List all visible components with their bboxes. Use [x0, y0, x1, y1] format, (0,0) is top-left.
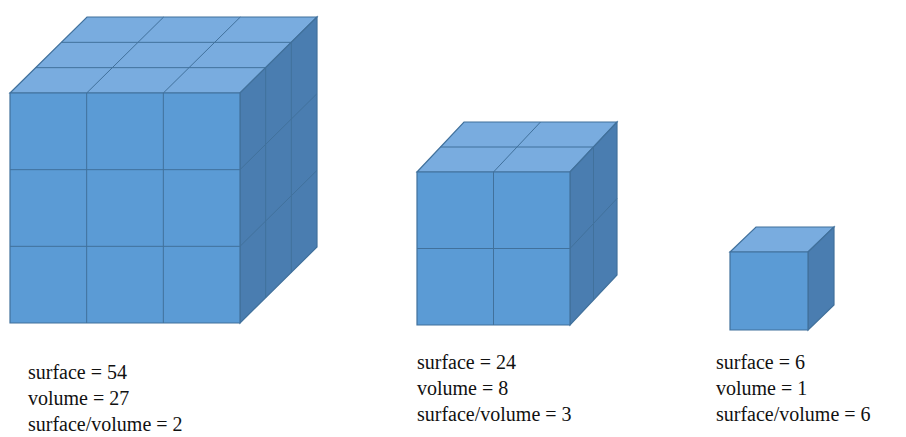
grid-line: [163, 17, 240, 93]
measure-label: volume = 8: [417, 376, 508, 400]
grid-line: [163, 93, 164, 323]
grid-line: [570, 199, 617, 249]
cube-front-face: [10, 93, 240, 323]
grid-line: [417, 248, 570, 249]
cube-side-face: [570, 122, 617, 325]
grid-line: [10, 169, 240, 170]
grid-line: [61, 42, 291, 43]
measure-label: surface = 24: [417, 350, 516, 374]
grid-line: [291, 42, 292, 272]
grid-line: [240, 94, 317, 170]
grid-line: [36, 67, 266, 68]
cube-front-face: [730, 252, 808, 330]
grid-line: [86, 93, 87, 323]
grid-line: [87, 17, 164, 93]
measure-label: surface/volume = 2: [28, 412, 183, 436]
cube-front-face: [417, 172, 570, 325]
grid-line: [10, 246, 240, 247]
cube-side-face: [808, 227, 834, 330]
measure-label: volume = 1: [716, 376, 807, 400]
grid-line: [265, 68, 266, 298]
measure-label: surface = 6: [716, 350, 805, 374]
grid-line: [240, 170, 317, 246]
measure-label: surface/volume = 3: [417, 402, 572, 426]
cube-side-face: [240, 17, 317, 323]
grid-line: [441, 147, 594, 148]
measure-label: surface/volume = 6: [716, 402, 871, 426]
measure-label: surface = 54: [28, 360, 127, 384]
measure-label: volume = 27: [28, 386, 129, 410]
